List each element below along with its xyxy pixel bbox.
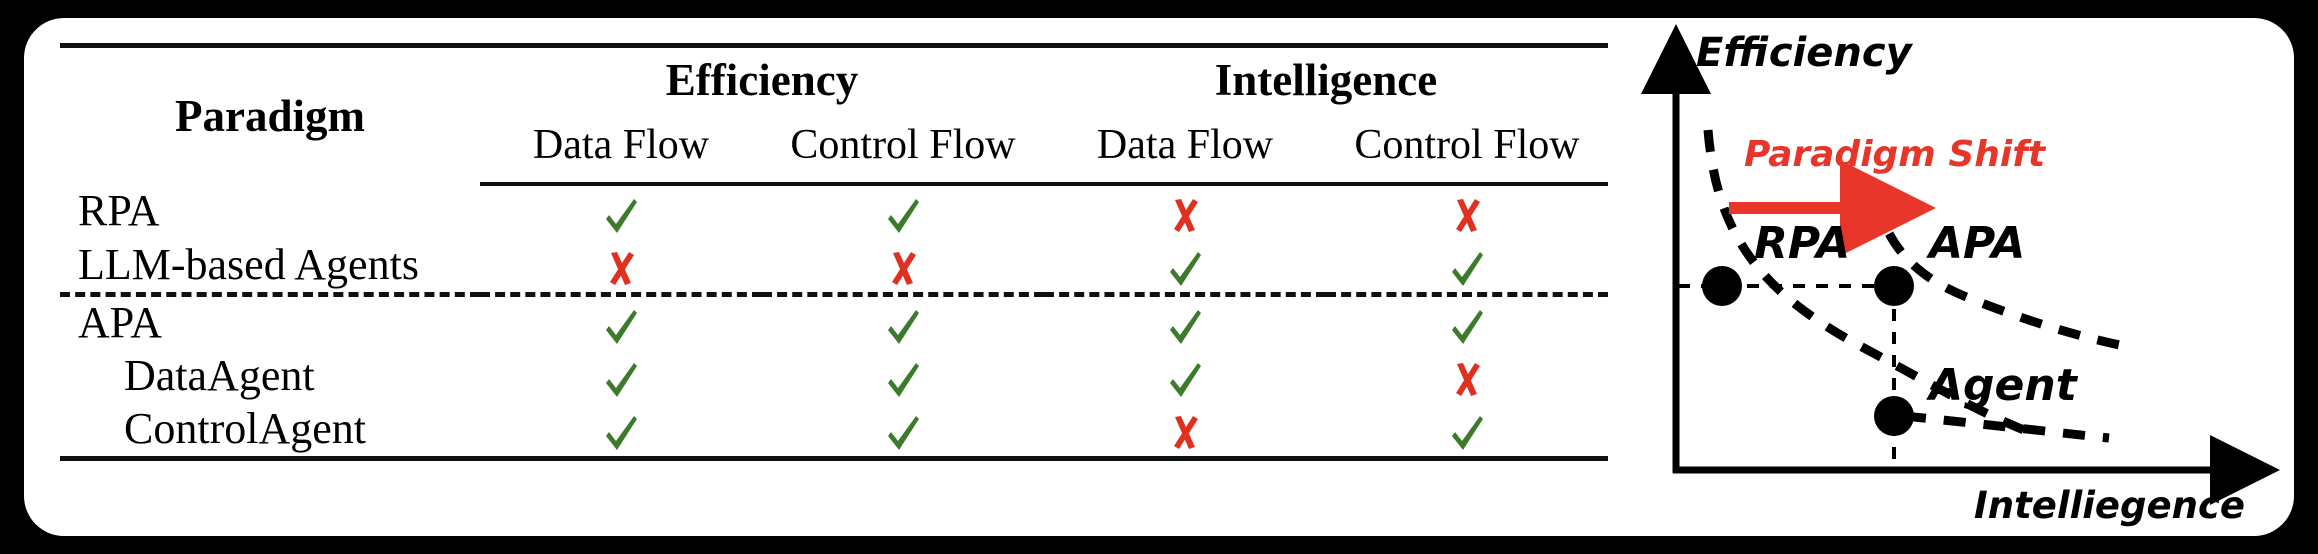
- figure-panel: Paradigm Efficiency Intelligence Data Fl…: [24, 18, 2294, 536]
- curve-original: [1703, 129, 2026, 435]
- point-label-agent: Agent: [1926, 360, 2079, 411]
- y-axis-label: Efficiency: [1696, 30, 1914, 76]
- cell-controlagent-efficiency-data-flow: [480, 403, 762, 458]
- data-points: [1702, 266, 1914, 436]
- comparison-table-panel: Paradigm Efficiency Intelligence Data Fl…: [32, 18, 1608, 536]
- check-icon: [880, 410, 926, 456]
- table-bottom-rule: [60, 455, 1608, 468]
- cell-rpa-efficiency-control-flow: [762, 184, 1044, 239]
- check-icon: [1162, 357, 1208, 403]
- curve-agent-tail: [1903, 411, 2110, 443]
- check-icon: [598, 357, 644, 403]
- check-icon: [598, 410, 644, 456]
- point-agent: [1874, 396, 1914, 436]
- table-header-rule: [60, 178, 1608, 186]
- cell-apa-efficiency-control-flow: [762, 294, 1044, 349]
- point-rpa: [1702, 266, 1742, 306]
- row-label-controlagent: ControlAgent: [124, 404, 366, 454]
- table-subheader-row: Data Flow Control Flow Data Flow Control…: [60, 112, 1608, 178]
- check-icon: [1444, 304, 1490, 350]
- cell-dataagent-efficiency-data-flow: [480, 350, 762, 403]
- paradigm-shift-label: Paradigm Shift: [1744, 134, 2047, 175]
- check-icon: [598, 304, 644, 350]
- check-icon: [880, 357, 926, 403]
- check-icon: [1162, 246, 1208, 292]
- cell-rpa-intelligence-control-flow: [1326, 184, 1608, 239]
- cell-llm-intelligence-control-flow: [1326, 239, 1608, 292]
- cross-icon: [1162, 410, 1208, 456]
- row-label-llm-based-agents: LLM-based Agents: [78, 240, 419, 290]
- column-header-intelligence-control-flow: Control Flow: [1354, 122, 1580, 168]
- point-label-apa: APA: [1926, 218, 2025, 269]
- column-header-efficiency-data-flow: Data Flow: [532, 122, 710, 168]
- axes-group: [1641, 24, 2280, 505]
- cell-dataagent-efficiency-control-flow: [762, 350, 1044, 403]
- check-icon: [880, 193, 926, 239]
- column-group-header-efficiency: Efficiency: [665, 55, 859, 105]
- table-dashed-separator: [60, 290, 1608, 297]
- table-row: DataAgent: [60, 350, 1608, 403]
- cell-rpa-intelligence-data-flow: [1044, 184, 1326, 239]
- row-label-dataagent: DataAgent: [124, 351, 315, 401]
- cell-dataagent-intelligence-data-flow: [1044, 350, 1326, 403]
- check-icon: [598, 193, 644, 239]
- table-group-header-row: Paradigm Efficiency Intelligence: [60, 46, 1608, 141]
- check-icon: [1444, 246, 1490, 292]
- diagram-canvas: Efficiency Intelliegence Paradigm Shift …: [1641, 24, 2280, 527]
- x-axis-label: Intelliegence: [1974, 484, 2245, 527]
- check-icon: [1162, 304, 1208, 350]
- cross-icon: [1444, 357, 1490, 403]
- point-apa: [1874, 266, 1914, 306]
- column-header-efficiency-control-flow: Control Flow: [790, 122, 1016, 168]
- cross-icon: [880, 246, 926, 292]
- table-top-rule: [60, 36, 1608, 48]
- cross-icon: [1162, 193, 1208, 239]
- paradigm-shift-diagram: Efficiency Intelliegence Paradigm Shift …: [1604, 18, 2294, 536]
- cell-llm-intelligence-data-flow: [1044, 239, 1326, 292]
- cell-apa-intelligence-data-flow: [1044, 294, 1326, 349]
- cell-rpa-efficiency-data-flow: [480, 184, 762, 239]
- table-row: APA: [60, 294, 1608, 349]
- row-label-rpa: RPA: [78, 186, 160, 236]
- cell-dataagent-intelligence-control-flow: [1326, 350, 1608, 403]
- cross-icon: [598, 246, 644, 292]
- column-header-intelligence-data-flow: Data Flow: [1096, 122, 1274, 168]
- column-header-paradigm: Paradigm: [175, 91, 365, 141]
- table-row: RPA: [60, 184, 1608, 239]
- cell-llm-efficiency-control-flow: [762, 239, 1044, 292]
- cell-controlagent-efficiency-control-flow: [762, 403, 1044, 458]
- cell-controlagent-intelligence-data-flow: [1044, 403, 1326, 458]
- cell-apa-efficiency-data-flow: [480, 294, 762, 349]
- cell-apa-intelligence-control-flow: [1326, 294, 1608, 349]
- cross-icon: [1444, 193, 1490, 239]
- point-label-rpa: RPA: [1754, 218, 1850, 269]
- table-row: LLM-based Agents: [60, 239, 1608, 292]
- cell-controlagent-intelligence-control-flow: [1326, 403, 1608, 458]
- paradigm-comparison-table: Paradigm Efficiency Intelligence Data Fl…: [60, 36, 1608, 468]
- check-icon: [1444, 410, 1490, 456]
- table-row: ControlAgent: [60, 403, 1608, 458]
- cell-llm-efficiency-data-flow: [480, 239, 762, 292]
- column-group-header-intelligence: Intelligence: [1214, 55, 1438, 105]
- check-icon: [880, 304, 926, 350]
- guide-lines: [1678, 284, 1896, 470]
- row-label-apa: APA: [78, 298, 162, 348]
